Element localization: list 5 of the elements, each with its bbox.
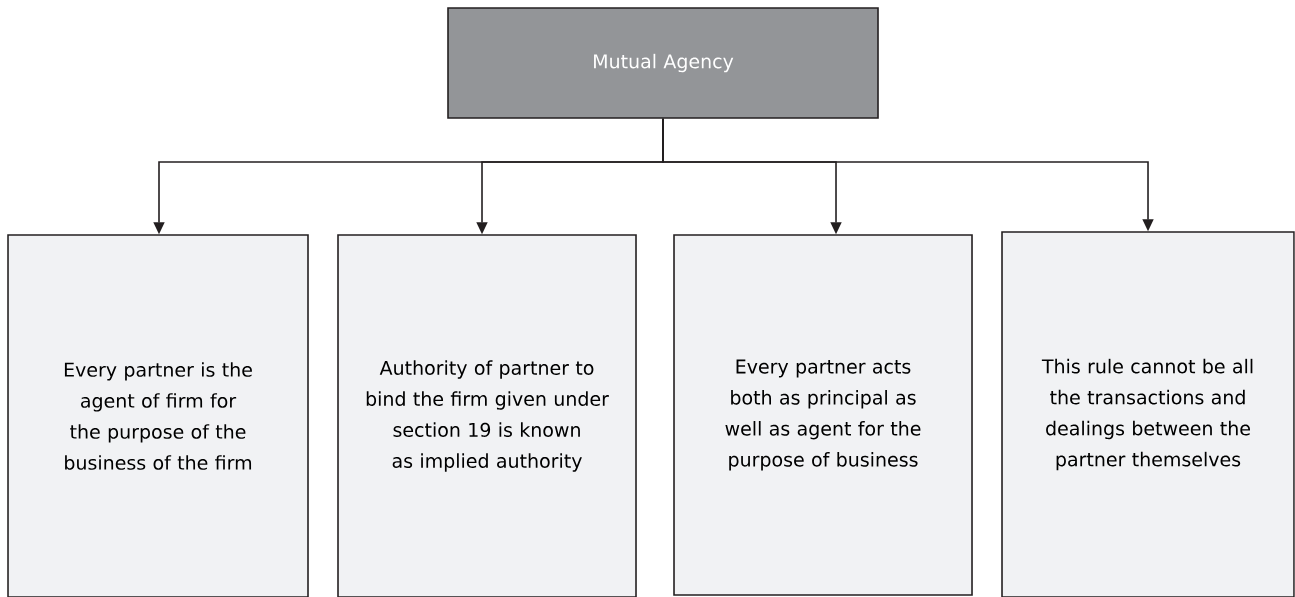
text-box: Authority of partner to bind the firm given under section 19 is known as implied authority <box>337 234 637 597</box>
title-box: Mutual Agency <box>447 7 879 119</box>
text-box: Every partner is the agent of firm for the purpose of the business of the firm <box>7 234 309 597</box>
text-box: Every partner acts both as principal as well as agent for the purpose of business <box>673 234 973 596</box>
text-box: This rule cannot be all the transactions and dealings between the partner themselves <box>1001 231 1295 597</box>
